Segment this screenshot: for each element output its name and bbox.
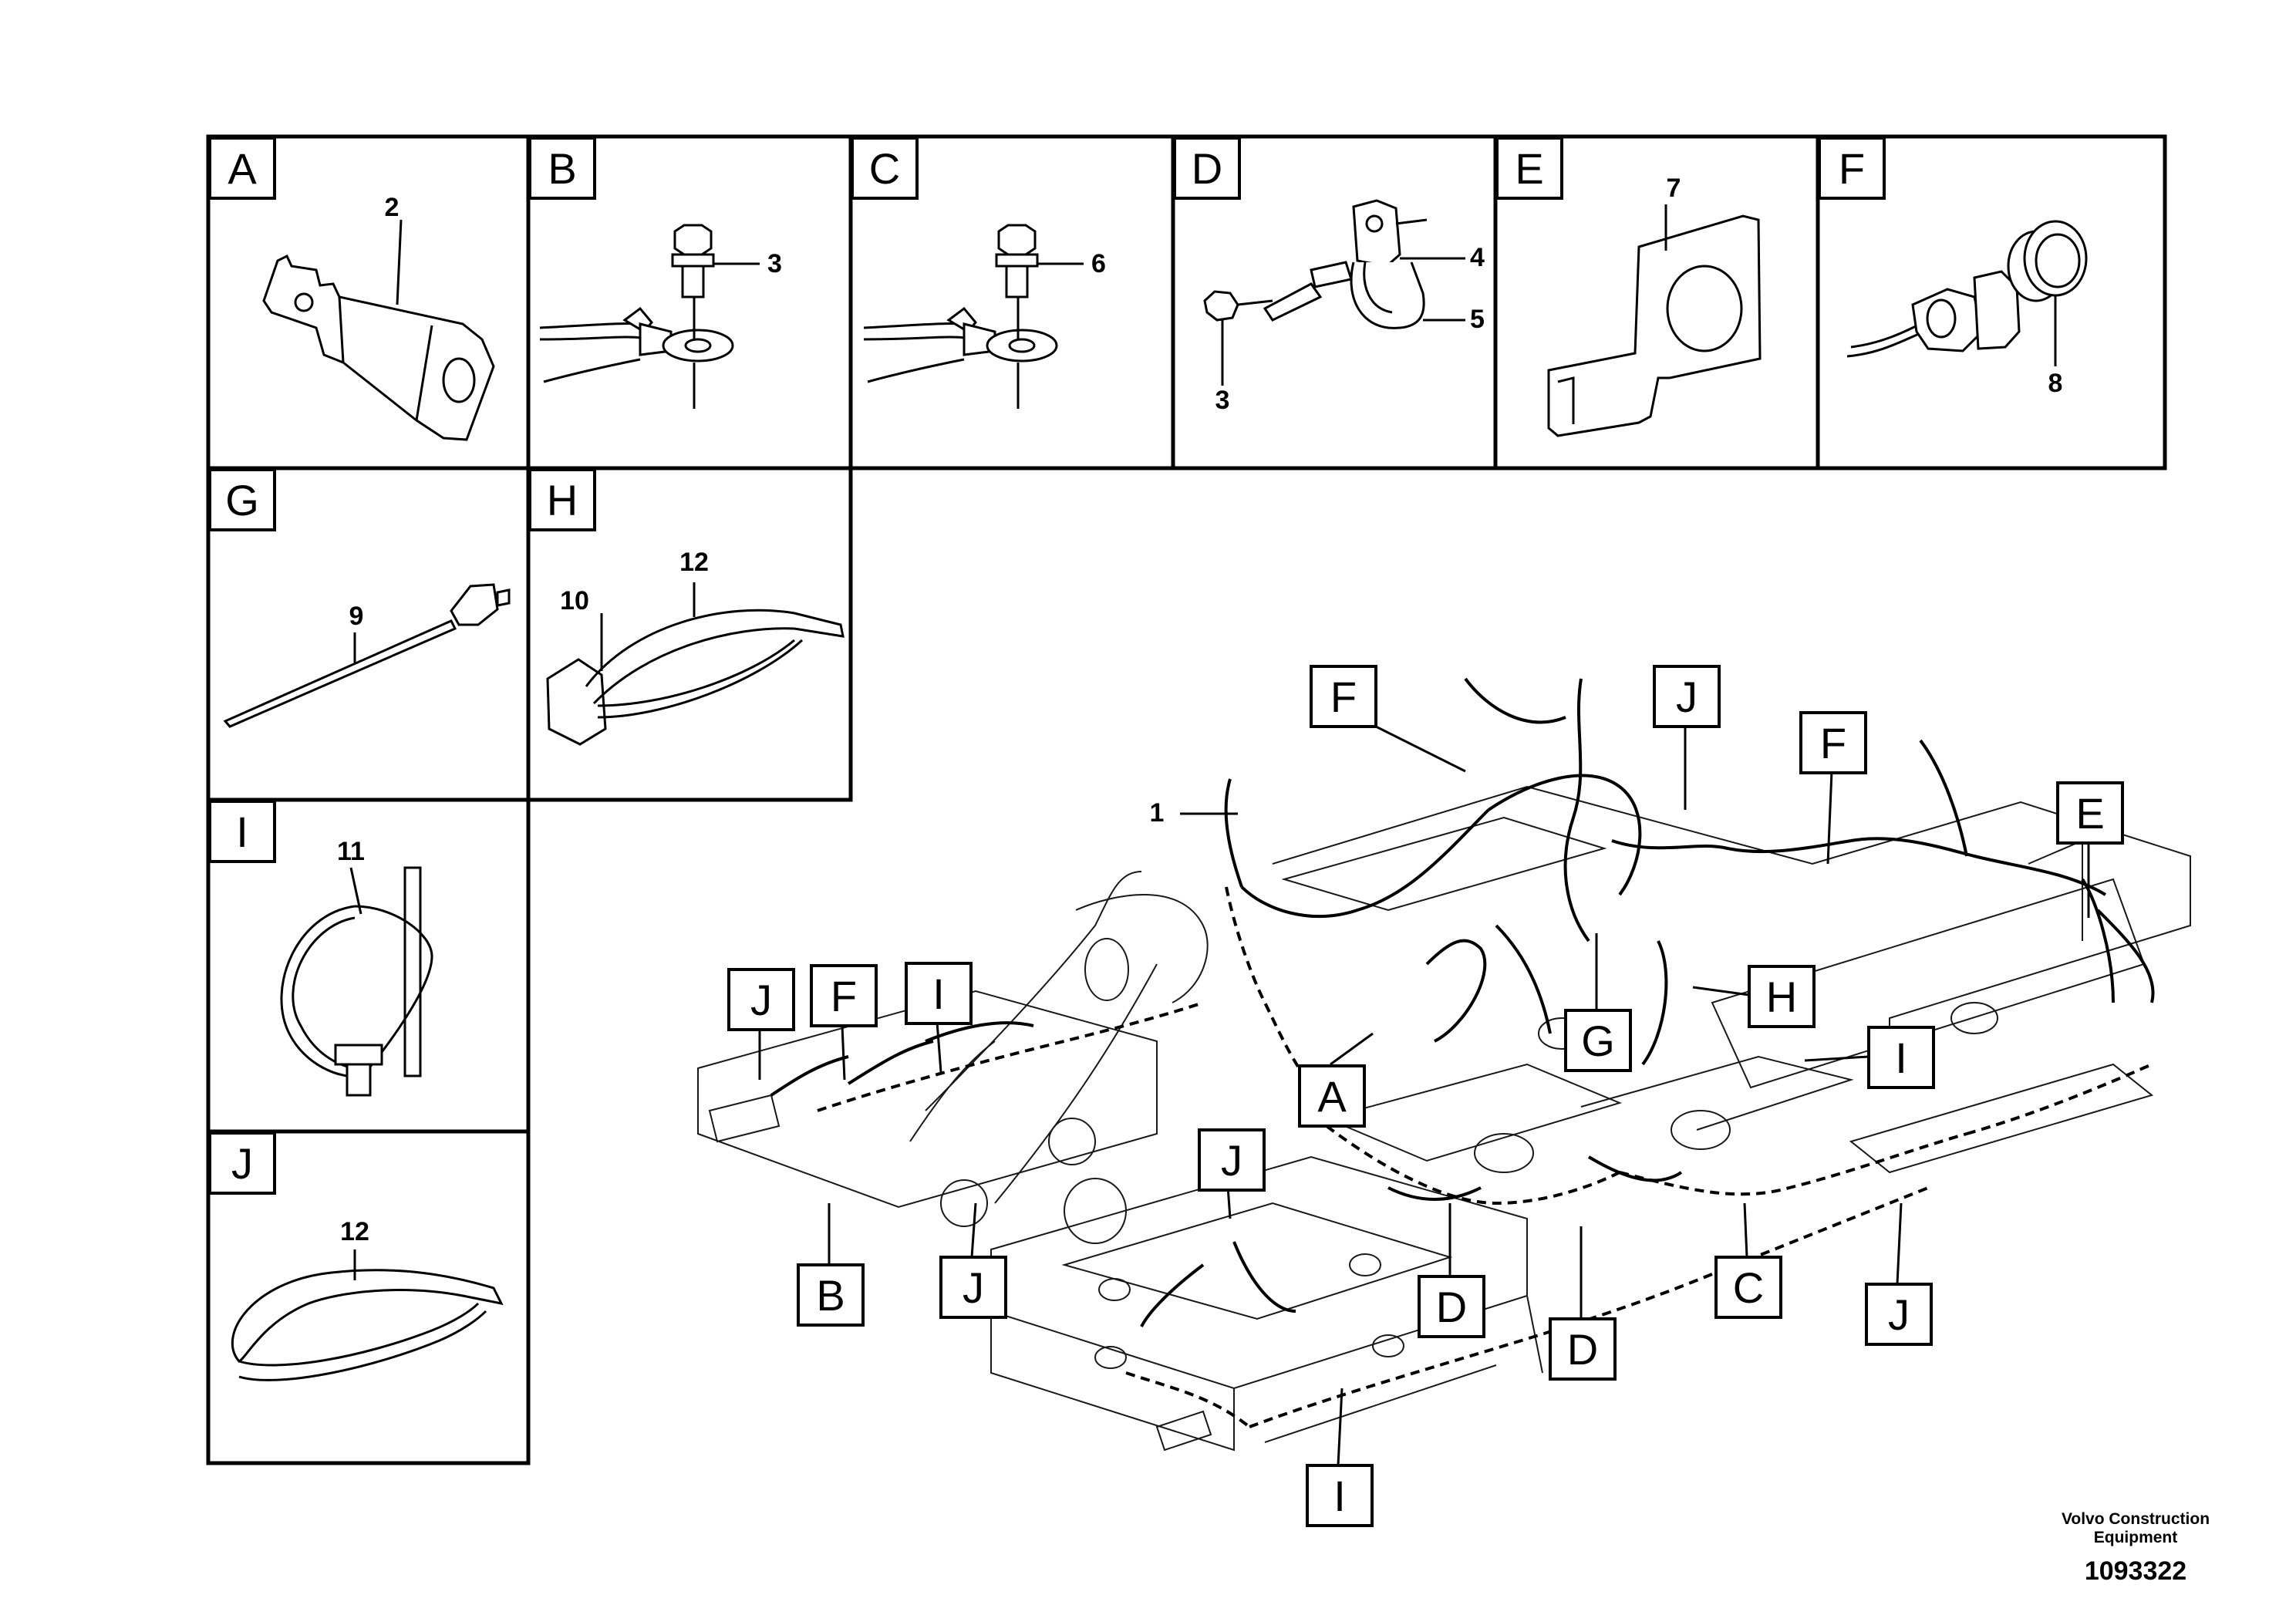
panel-e-letter: E (1515, 144, 1543, 193)
panel-c-bolt-drawing (863, 224, 1084, 409)
main-wiring-harness (770, 677, 2155, 1327)
callout-leaders (758, 723, 2090, 1466)
callout-f-right: F (1820, 719, 1846, 767)
panel-i-item-11: 11 (337, 837, 365, 866)
callout-j-center: J (1221, 1136, 1242, 1185)
panel-f-frame (1816, 134, 2167, 470)
panel-e-plate-drawing (1547, 204, 1762, 437)
panel-a-letter: A (228, 144, 257, 193)
panel-h-letter: H (547, 476, 578, 524)
callout-i-bottom: I (1333, 1472, 1346, 1520)
main-chassis (697, 785, 2191, 1452)
panel-j-letter: J (231, 1139, 253, 1188)
callout-j-bottom-right: J (1888, 1290, 1910, 1339)
panel-d-item-5: 5 (1470, 305, 1485, 334)
panel-g-item-9: 9 (349, 602, 364, 631)
panel-b-bolt-drawing (539, 224, 760, 409)
panel-f-item-8: 8 (2048, 369, 2063, 398)
panel-a-lug-drawing (262, 219, 495, 441)
panel-d-item-4: 4 (1470, 243, 1485, 272)
panel-g-tie-drawing (223, 583, 511, 728)
panel-a-item-2: 2 (385, 193, 400, 222)
callout-g-center: G (1581, 1017, 1615, 1065)
panel-b-item-3: 3 (767, 249, 782, 278)
callout-d-bottom: D (1436, 1283, 1467, 1331)
callout-b-bottom: B (816, 1271, 845, 1320)
panel-j-item-12: 12 (340, 1217, 369, 1246)
panel-d-item-3: 3 (1215, 386, 1230, 415)
drawing-number: 1093322 (2084, 1556, 2187, 1586)
callout-i-left: I (932, 969, 945, 1018)
panel-h-item-10: 10 (560, 586, 589, 615)
callout-e-right: E (2075, 789, 2104, 838)
callout-c-bottom: C (1733, 1263, 1764, 1312)
manufacturer-label: Volvo Construction Equipment (2028, 1510, 2244, 1547)
panel-h-tie-drawing (546, 582, 845, 746)
panel-j-tie-drawing (231, 1249, 504, 1381)
panel-e-item-7: 7 (1667, 174, 1681, 203)
panel-letter-tags (208, 137, 1886, 1195)
panel-f-connector-drawing (1846, 220, 2088, 366)
panel-i-tie-drawing (280, 866, 433, 1097)
manufacturer-line-1: Volvo Construction (2061, 1510, 2210, 1528)
panel-i-letter: I (236, 808, 248, 856)
panel-c-item-6: 6 (1091, 249, 1106, 278)
main-item-1: 1 (1150, 798, 1165, 828)
panel-f-letter: F (1839, 144, 1865, 193)
callout-j-left: J (750, 976, 772, 1024)
callout-j-bottom-left: J (963, 1263, 984, 1312)
panel-h-frame (526, 466, 853, 802)
panel-c-letter: C (869, 144, 900, 193)
callout-h-center: H (1766, 973, 1797, 1021)
callout-f-left: F (831, 972, 857, 1020)
callout-i-right: I (1895, 1034, 1907, 1082)
panel-b-letter: B (548, 144, 576, 193)
callout-tag-frames (727, 665, 2124, 1527)
manufacturer-line-2: Equipment (2093, 1529, 2178, 1546)
callout-d-bottom2: D (1567, 1325, 1598, 1374)
panel-d-letter: D (1192, 144, 1222, 193)
panel-g-letter: G (225, 476, 259, 524)
callout-j-top: J (1676, 673, 1698, 721)
callout-a-center: A (1317, 1072, 1347, 1121)
panel-j-frame (206, 1129, 531, 1465)
panel-d-clip-drawing (1203, 199, 1465, 386)
callout-f-top: F (1330, 673, 1357, 721)
panel-h-item-12: 12 (679, 548, 709, 577)
